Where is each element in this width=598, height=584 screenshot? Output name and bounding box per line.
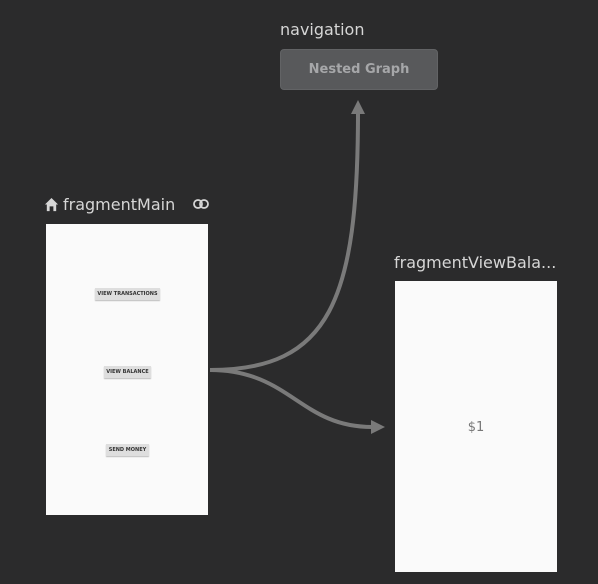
- send-money-button[interactable]: SEND MONEY: [106, 444, 149, 456]
- fragment-main-title[interactable]: fragmentMain: [63, 195, 176, 214]
- action-main-to-view-balance[interactable]: [209, 368, 373, 429]
- home-icon: [44, 197, 59, 212]
- arrowhead-view-balance: [371, 420, 385, 434]
- balance-amount: $1: [467, 420, 485, 435]
- nav-graph-title: navigation: [280, 20, 365, 39]
- nested-graph-label: Nested Graph: [308, 62, 410, 77]
- link-icon: [193, 199, 209, 209]
- view-transactions-button[interactable]: VIEW TRANSACTIONS: [95, 288, 160, 300]
- view-balance-button[interactable]: VIEW BALANCE: [104, 366, 151, 378]
- action-main-to-nested-graph[interactable]: [209, 111, 360, 372]
- fragment-main-screen[interactable]: VIEW TRANSACTIONS VIEW BALANCE SEND MONE…: [46, 224, 208, 515]
- arrowhead-nested-graph: [351, 100, 365, 114]
- fragment-view-balance-screen[interactable]: $1: [395, 281, 557, 572]
- fragment-view-balance-title[interactable]: fragmentViewBala...: [394, 253, 557, 272]
- nested-graph-node[interactable]: Nested Graph: [280, 49, 438, 90]
